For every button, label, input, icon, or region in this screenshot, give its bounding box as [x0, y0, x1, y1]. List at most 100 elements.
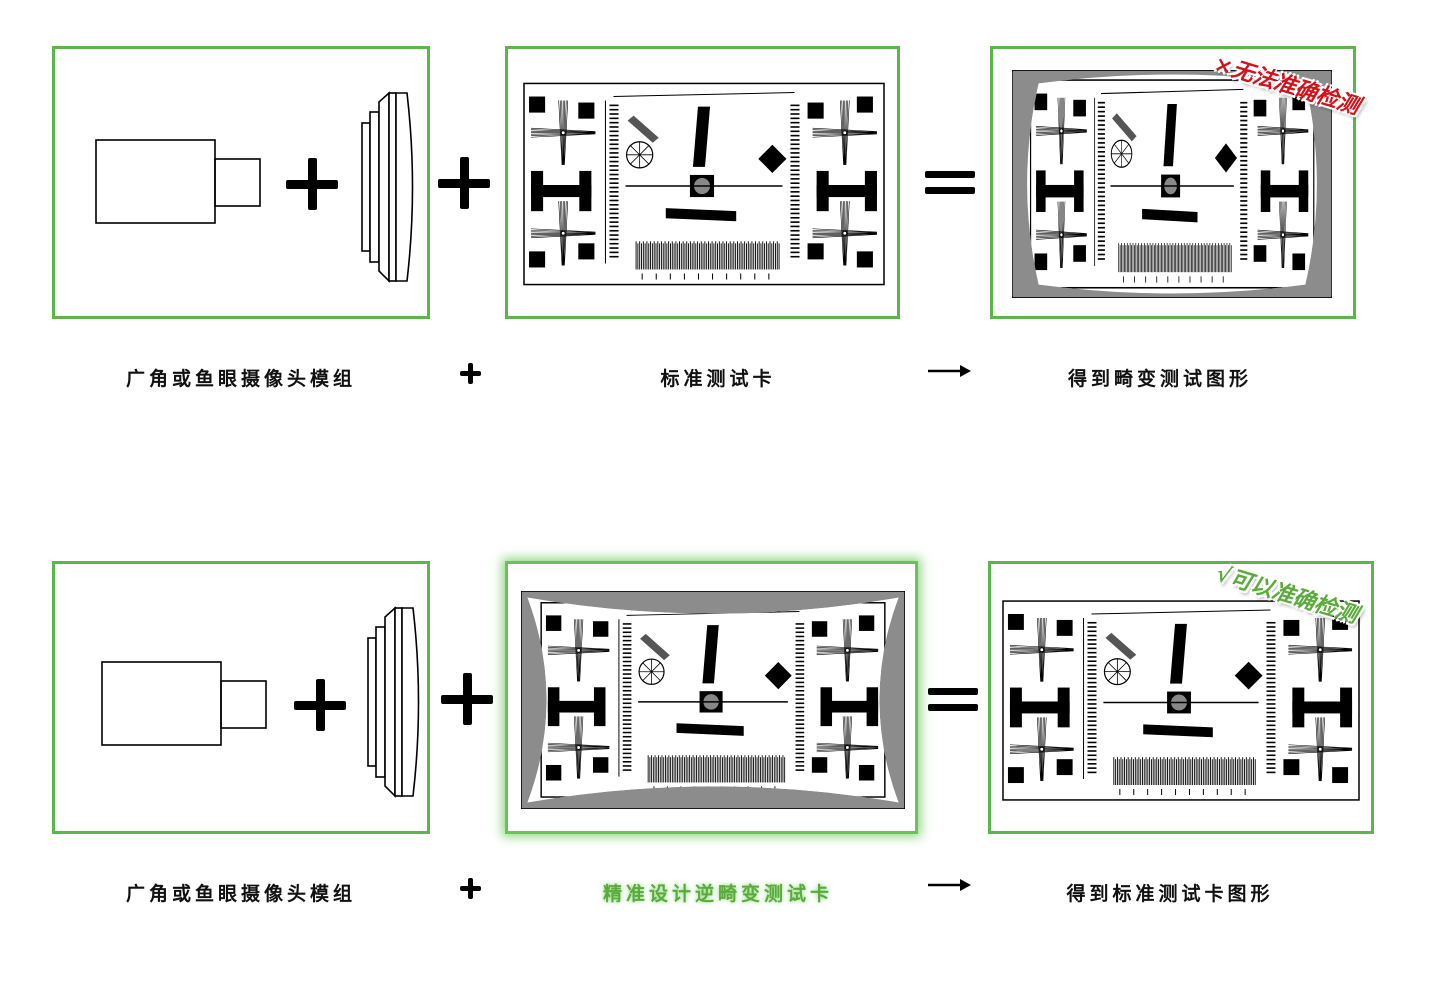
ladder-bar [795, 715, 805, 717]
tick [754, 273, 756, 280]
stripe-bar [1220, 757, 1222, 786]
stripe-bar [1206, 757, 1208, 786]
stripe-bar [722, 757, 723, 783]
camera-body-icon [101, 661, 267, 746]
ladder-bar [622, 677, 632, 680]
stripe-bar [1172, 759, 1174, 786]
slanted-bar [1143, 724, 1213, 738]
stripe-bar [1215, 759, 1217, 786]
ladder-bar [1266, 639, 1276, 641]
stripe-bar [1172, 243, 1174, 273]
ladder-bar [1240, 253, 1248, 256]
stripe-bar [1177, 757, 1179, 786]
slanted-bar [1112, 113, 1137, 142]
black-square [529, 251, 546, 268]
stripe-bar [756, 757, 758, 783]
ladder-bar [790, 156, 800, 159]
stripe-bar [1118, 759, 1120, 786]
black-square [1253, 99, 1267, 117]
stripe-bar [769, 241, 771, 270]
ladder-bar [1097, 101, 1105, 104]
ladder-bar [609, 242, 619, 245]
stripe-bar [680, 757, 682, 783]
stripe-bar [737, 755, 739, 783]
black-square [856, 96, 873, 113]
resolution-fan [1009, 650, 1074, 655]
ladder-bar [1266, 707, 1276, 710]
ladder-bar [622, 706, 632, 709]
stripe-bar [1146, 243, 1148, 273]
stripe-bar [729, 241, 731, 270]
stripe-bar [679, 241, 680, 270]
ladder-bar [622, 656, 632, 659]
ladder-bar [1087, 698, 1097, 701]
stripe-bar [732, 757, 734, 783]
ladder-bar [609, 225, 619, 228]
stripe-bar [717, 243, 718, 270]
ladder-bar [1266, 698, 1276, 701]
tick [712, 273, 714, 280]
stripe-bar [766, 757, 768, 783]
ladder-bar [795, 644, 805, 646]
stripe-bar [653, 241, 655, 270]
ladder-bar [622, 673, 632, 675]
stripe-bar [746, 757, 748, 783]
stripe-bar [779, 755, 780, 783]
stripe-bar [740, 241, 742, 270]
stripe-bar [1161, 759, 1163, 786]
ladder-bar [1097, 249, 1105, 251]
black-square [1034, 253, 1048, 271]
stripe-bar [659, 243, 661, 270]
stripe-bar [659, 757, 661, 783]
ladder-bar [1087, 724, 1097, 727]
stripe-bar [1197, 759, 1199, 786]
ladder-bar [1266, 728, 1276, 731]
ladder-bar [790, 182, 800, 184]
corrected-result-panel [988, 561, 1374, 834]
ladder-bar [609, 160, 619, 163]
ladder-bar [790, 160, 800, 163]
siemens-spoke [1107, 662, 1127, 682]
stripe-bar [651, 243, 653, 270]
stripe-bar [751, 755, 753, 783]
stripe-bar [1120, 757, 1122, 786]
black-square [545, 615, 562, 631]
ladder-bar [1097, 200, 1105, 202]
ladder-bar [1097, 119, 1105, 122]
ladder-bar [1266, 677, 1276, 680]
stripe-bar [675, 755, 677, 783]
ladder-bar [1240, 124, 1248, 126]
stripe-bar [755, 241, 756, 270]
stripe-bar [1129, 759, 1131, 786]
black-square [545, 764, 562, 781]
ladder-bar [1266, 694, 1276, 697]
ladder-bar [795, 752, 805, 755]
resolution-fan [816, 651, 879, 656]
ladder-bar [1240, 258, 1248, 260]
ladder-bar [622, 685, 632, 688]
cross-center [842, 130, 848, 136]
ladder-bar [795, 631, 805, 634]
stripe-bar [1179, 759, 1181, 786]
resolution-fan [1062, 97, 1066, 165]
stripe-bar [746, 243, 747, 270]
resolution-fan [1283, 97, 1287, 165]
stripe-bar [1138, 243, 1140, 273]
stripe-bar [1122, 245, 1124, 273]
stripe-bar [1181, 757, 1183, 786]
stripe-bar [1210, 245, 1212, 273]
ladder-bar [795, 723, 805, 725]
stripe-bar [1247, 759, 1249, 786]
stripe-bar [1144, 243, 1145, 273]
black-square [1056, 759, 1073, 776]
ladder-bar [790, 225, 800, 228]
resolution-fan [1283, 201, 1287, 269]
ladder-bar [1240, 204, 1248, 207]
stripe-bar [1193, 759, 1195, 786]
black-square [593, 621, 609, 637]
stripe-bar [1115, 759, 1117, 786]
ladder-bar [795, 744, 805, 746]
stripe-bar [1152, 757, 1154, 786]
stripe-bar [1251, 759, 1253, 786]
stripe-bar [709, 243, 711, 270]
